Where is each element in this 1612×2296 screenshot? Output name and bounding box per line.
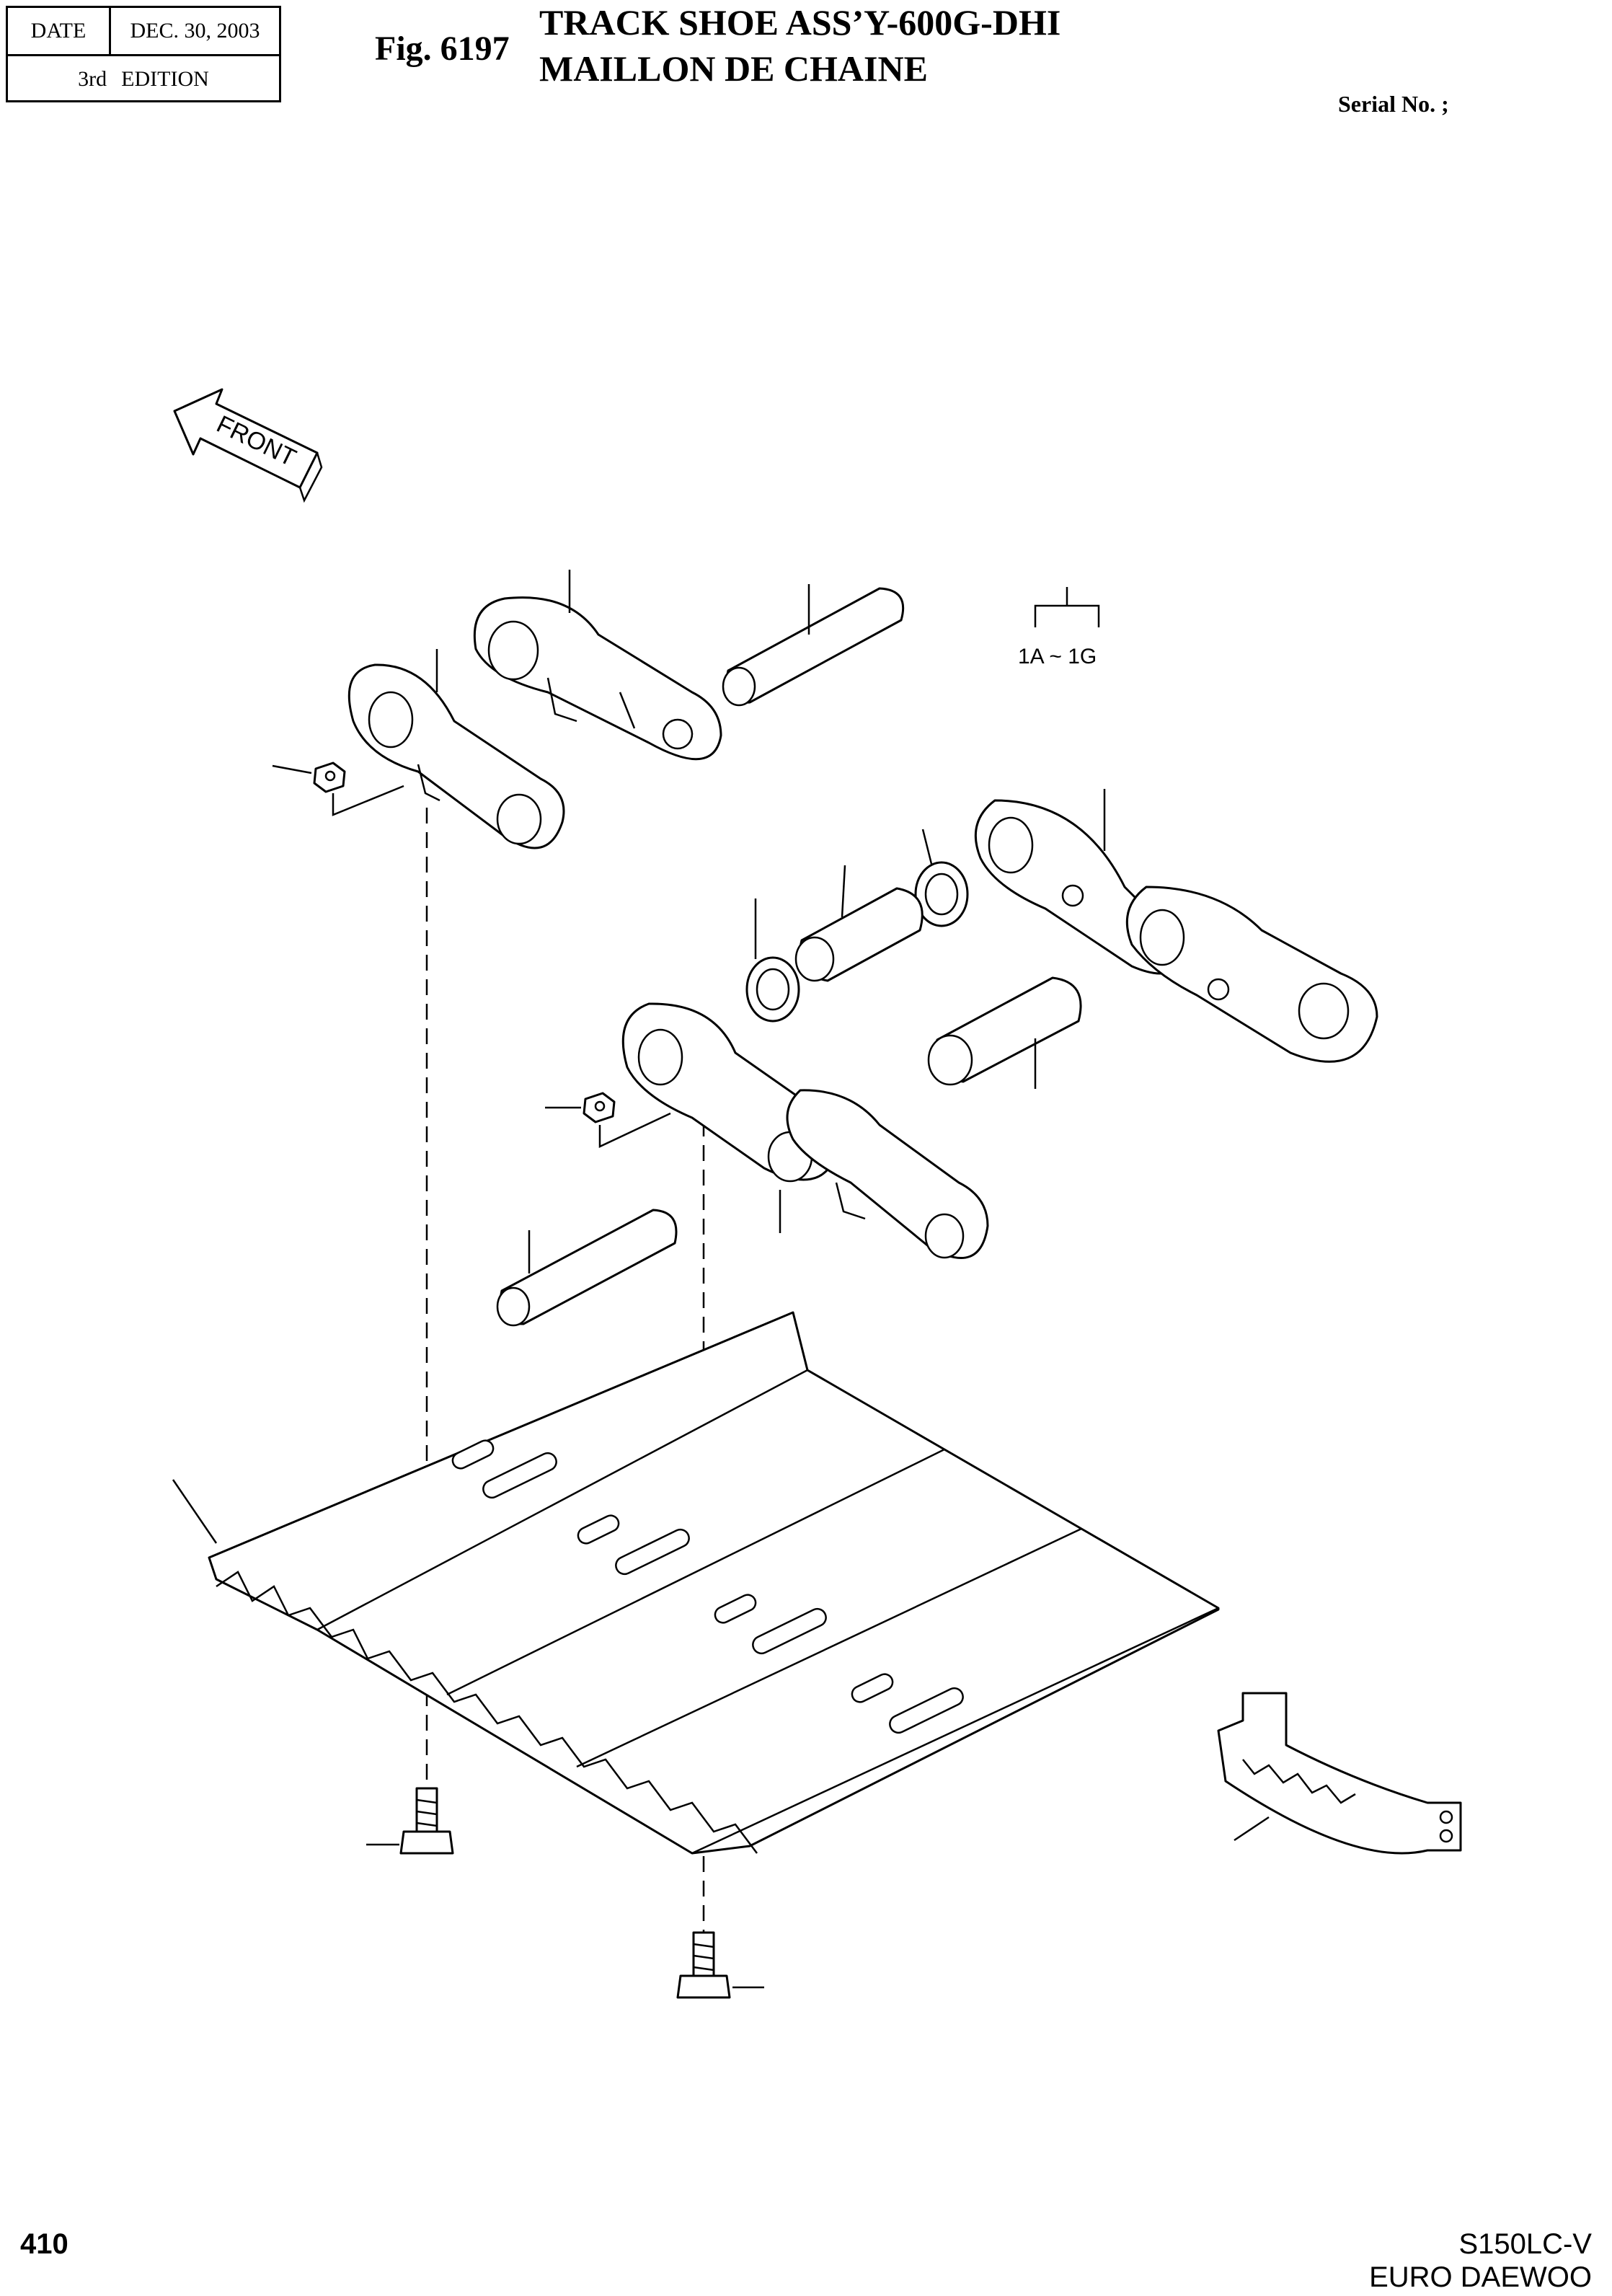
- leader-nut-middle: [545, 1106, 671, 1148]
- page-number: 410: [20, 2228, 68, 2260]
- shoe-bolt-left: [399, 1787, 454, 1855]
- nut-top: [313, 761, 346, 793]
- range-callout: 1A ~ 1G: [1018, 587, 1100, 668]
- serial-number: Serial No. ;: [1338, 91, 1449, 117]
- track-pin-lower: [496, 1209, 678, 1327]
- nut-middle: [583, 1092, 616, 1123]
- bushing-lower: [927, 976, 1082, 1086]
- seal-lower: [745, 956, 800, 1023]
- track-link-mid-inner: [786, 1089, 989, 1259]
- shoe-bolt-right: [676, 1931, 731, 1999]
- manufacturer: EURO DAEWOO: [1369, 2261, 1592, 2293]
- date-label: DATE: [8, 8, 111, 54]
- track-shoe-plates: [208, 1311, 1220, 1855]
- leader-bushing-upper: [841, 865, 846, 918]
- figure-number: Fig. 6197: [375, 30, 510, 68]
- track-link-right-inner: [1125, 886, 1378, 1063]
- track-link-top-outer: [473, 596, 722, 761]
- title-english: TRACK SHOE ASS’Y-600G-DHI: [539, 2, 1061, 43]
- edition-number: 3rd: [78, 67, 107, 91]
- leader-bracket: [1234, 1816, 1270, 1842]
- title-french: MAILLON DE CHAINE: [539, 48, 928, 89]
- machine-model: S150LC-V: [1458, 2228, 1592, 2260]
- track-link-top-inner: [347, 663, 565, 849]
- leader-nut-top: [272, 764, 404, 816]
- track-guard-bracket: [1217, 1692, 1462, 1855]
- leader-seal-upper: [921, 829, 933, 865]
- edition-label: EDITION: [121, 67, 209, 91]
- date-row: DATE DEC. 30, 2003: [8, 8, 279, 56]
- track-pin-top: [722, 587, 905, 707]
- leader-shoe: [172, 1479, 218, 1544]
- date-value: DEC. 30, 2003: [130, 19, 260, 43]
- edition-box: DATE DEC. 30, 2003 3rd EDITION: [6, 6, 281, 102]
- seal-upper: [914, 861, 969, 927]
- bushing-upper: [794, 887, 924, 982]
- range-label: 1A ~ 1G: [1018, 645, 1097, 668]
- edition-row: 3rd EDITION: [8, 56, 279, 102]
- front-arrow: FRONT: [173, 388, 323, 503]
